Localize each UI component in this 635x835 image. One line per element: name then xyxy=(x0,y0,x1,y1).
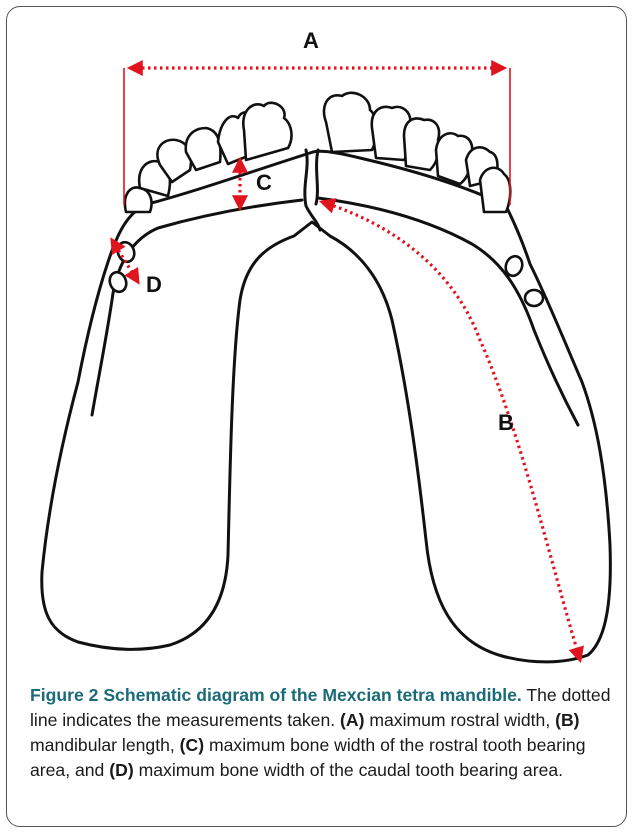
mandible-outer-contour xyxy=(42,151,611,662)
foramen xyxy=(525,290,543,306)
label-b: B xyxy=(498,410,514,435)
caption-title: Figure 2 Schematic diagram of the Mexcia… xyxy=(30,685,522,705)
caption-key-b: (B) xyxy=(555,710,579,730)
measure-b-line xyxy=(322,202,580,660)
caption-text-a: maximum rostral width, xyxy=(369,710,550,730)
foramina xyxy=(107,240,543,306)
caption-text-d: maximum bone width of the caudal tooth b… xyxy=(139,760,563,780)
mandible-outline xyxy=(42,150,611,662)
figure-caption: Figure 2 Schematic diagram of the Mexcia… xyxy=(30,683,620,783)
tooth xyxy=(480,168,510,212)
label-a: A xyxy=(303,28,319,53)
mandible-inner-ridge xyxy=(92,200,302,415)
symphysis-line-2 xyxy=(316,150,318,204)
measurement-labels: A C D B xyxy=(146,28,514,435)
tooth xyxy=(243,103,291,160)
caption-key-a: (A) xyxy=(340,710,364,730)
label-d: D xyxy=(146,272,162,297)
mandible-inner-ridge-right xyxy=(318,198,578,425)
foramen xyxy=(107,270,129,294)
tooth xyxy=(324,93,376,152)
mandible-diagram: A C D B xyxy=(0,0,635,665)
caption-key-c: (C) xyxy=(180,735,204,755)
caption-key-d: (D) xyxy=(109,760,133,780)
label-c: C xyxy=(256,170,272,195)
tooth xyxy=(404,119,439,170)
caption-text-b: mandibular length, xyxy=(30,735,175,755)
